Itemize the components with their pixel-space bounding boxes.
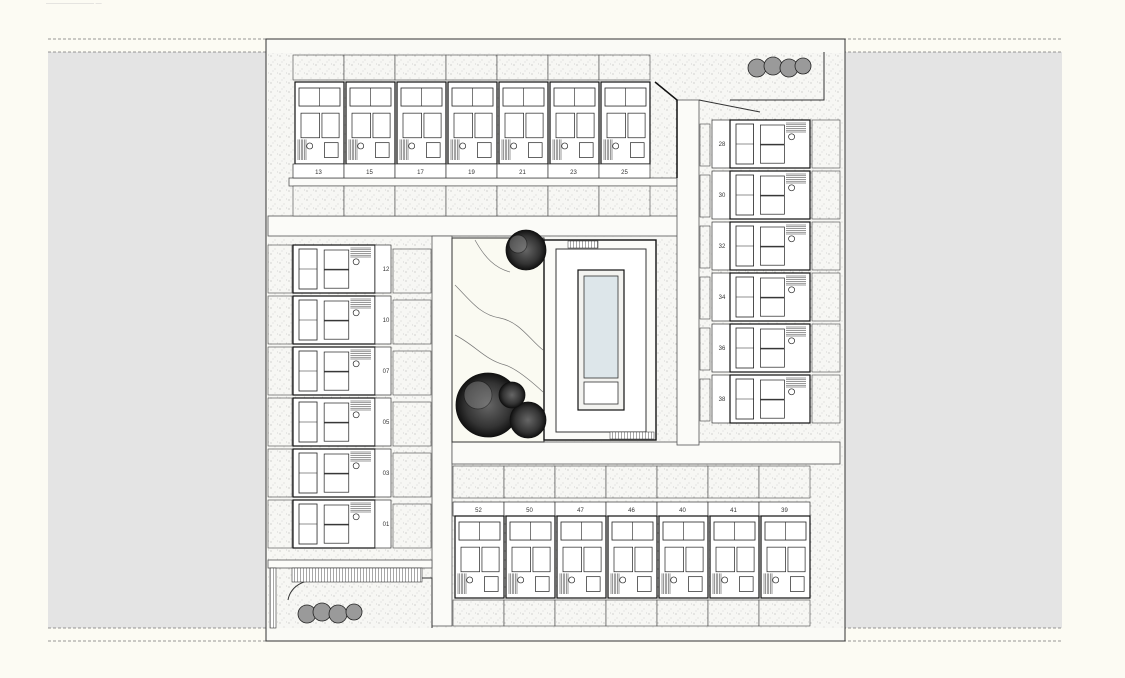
west-unit [292,499,376,549]
south-unit [556,515,607,599]
south-west-fence [291,567,423,583]
unit-number: 52 [475,508,482,514]
east-unit [729,119,811,169]
unit-number: 46 [628,508,635,514]
tree-canopies [455,229,547,439]
unit-number: 41 [730,508,737,514]
north-unit [294,81,345,165]
north-unit [600,81,651,165]
unit-number: 23 [570,170,577,176]
unit-number: 03 [383,471,390,477]
east-unit [729,272,811,322]
pool-water [583,275,619,379]
west-unit [292,448,376,498]
unit-number: 19 [468,170,475,176]
west-column-units: 12 10 07 05 03 01 [267,244,432,549]
unit-number: 40 [679,508,686,514]
north-unit [396,81,447,165]
unit-number: 25 [621,170,628,176]
unit-number: 39 [781,508,788,514]
south-unit [760,515,811,599]
west-unit [292,295,376,345]
unit-number: 50 [526,508,533,514]
north-unit [549,81,600,165]
south-unit [505,515,556,599]
unit-number: 28 [719,142,726,148]
north-unit [447,81,498,165]
unit-number: 01 [383,522,390,528]
unit-number: 07 [383,369,390,375]
unit-number: 05 [383,420,390,426]
south-row-units: 52 50 47 46 40 41 39 [452,465,811,627]
unit-number: 15 [366,170,373,176]
unit-number: 32 [719,244,726,250]
north-unit [345,81,396,165]
shrubs [297,56,812,624]
entry-ramp [730,52,825,101]
plan-caption: ———————— — [46,1,102,7]
unit-number: 36 [719,346,726,352]
east-adjacent-site [845,52,1062,628]
south-unit [709,515,760,599]
west-unit [292,346,376,396]
unit-number: 21 [519,170,526,176]
east-unit [729,323,811,373]
east-unit [729,221,811,271]
south-unit [454,515,505,599]
north-row-units: 13 15 17 19 21 23 25 [292,54,651,217]
west-unit [292,244,376,294]
south-unit [607,515,658,599]
unit-number: 34 [719,295,726,301]
east-unit [729,170,811,220]
pool-courtyard [543,239,657,441]
south-unit [658,515,709,599]
unit-number: 38 [719,397,726,403]
unit-number: 47 [577,508,584,514]
diagonal-wall [654,81,678,178]
west-unit [292,397,376,447]
west-adjacent-site [48,52,266,628]
north-unit [498,81,549,165]
unit-number: 10 [383,318,390,324]
unit-number: 30 [719,193,726,199]
east-column-units: 28 30 32 34 36 38 [699,119,841,424]
east-unit [729,374,811,424]
unit-number: 12 [383,267,390,273]
unit-number: 17 [417,170,424,176]
unit-number: 13 [315,170,322,176]
